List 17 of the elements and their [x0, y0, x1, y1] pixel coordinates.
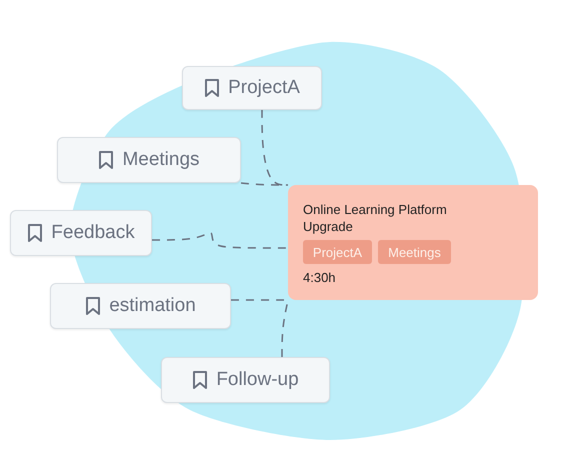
tag-label: Meetings [122, 149, 200, 171]
task-card [288, 185, 538, 300]
tag-pill [182, 66, 322, 110]
tag-label: ProjectA [228, 77, 300, 99]
tag-chip: ProjectA [303, 240, 372, 264]
dashed-connector [240, 182, 288, 186]
tag-label: estimation [109, 295, 196, 317]
tag-label: Feedback [51, 222, 135, 244]
duration-text: 4:30h [303, 269, 336, 286]
task-title: Online Learning Platform Upgrade [303, 201, 448, 235]
tag-label: Follow-up [216, 369, 299, 391]
tag-chip: Meetings [378, 240, 451, 264]
tag-pill [50, 283, 231, 329]
dashed-connector [152, 232, 288, 249]
tag-pill [10, 210, 152, 256]
tag-pill [161, 357, 330, 403]
tag-pill [57, 137, 241, 183]
